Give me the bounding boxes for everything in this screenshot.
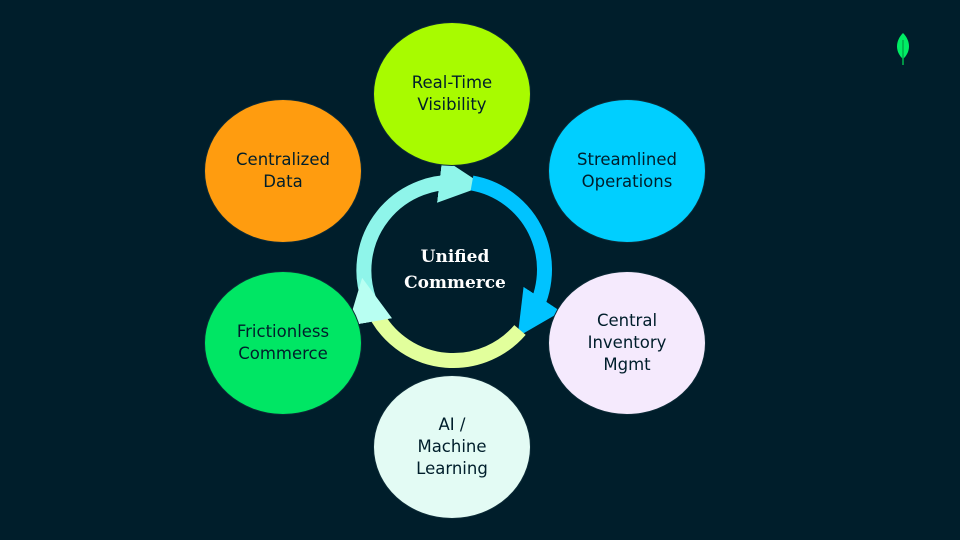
leaf-icon — [897, 33, 909, 65]
node-label: Real-Time Visibility — [411, 73, 493, 114]
node-frictionless-commerce: Frictionless Commerce — [204, 271, 362, 415]
node-streamlined-operations: Streamlined Operations — [548, 99, 706, 243]
node-label: Streamlined Operations — [577, 150, 677, 191]
node-label: Central Inventory Mgmt — [587, 311, 667, 374]
node-ai-machine-learning: AI / Machine Learning — [373, 375, 531, 519]
cycle-arc-right — [470, 175, 562, 337]
node-centralized-data: Centralized Data — [204, 99, 362, 243]
node-label: AI / Machine Learning — [416, 415, 488, 478]
node-label: Frictionless Commerce — [236, 322, 330, 363]
cycle-arc-top — [356, 158, 485, 303]
node-central-inventory-mgmt: Central Inventory Mgmt — [548, 271, 706, 415]
node-label: Centralized Data — [236, 150, 330, 191]
center-title: Unified Commerce — [404, 247, 506, 293]
node-real-time-visibility: Real-Time Visibility — [373, 22, 531, 166]
cycle-arc-bottom — [371, 313, 526, 369]
cycle-arc-left — [347, 277, 393, 327]
